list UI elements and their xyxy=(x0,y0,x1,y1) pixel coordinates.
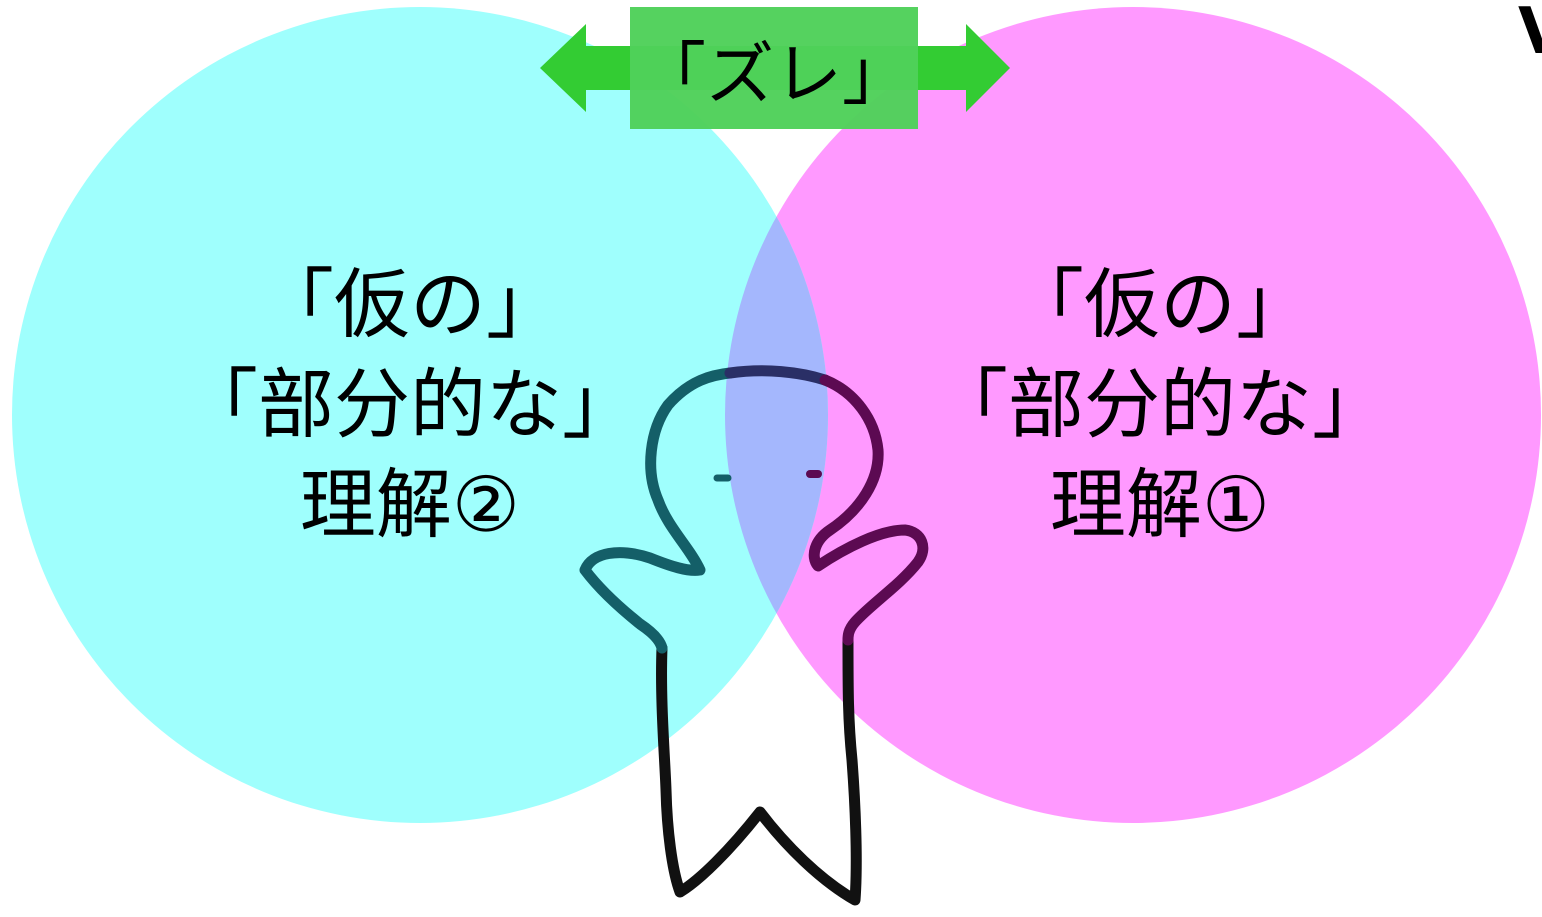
gap-label: 「ズレ」 xyxy=(637,35,910,115)
left-label-line-1: 「仮の」 xyxy=(258,260,562,349)
left-circle-label: 「仮の」 「部分的な」 理解② xyxy=(110,255,710,555)
left-label-line-2: 「部分的な」 xyxy=(182,360,638,449)
right-circle xyxy=(725,7,1541,823)
right-label-line-3: 理解① xyxy=(1049,460,1271,549)
edge-letter: V xyxy=(1518,0,1542,64)
left-label-line-3: 理解② xyxy=(299,460,521,549)
person-figure-icon xyxy=(579,365,929,906)
left-circle xyxy=(12,7,828,823)
gap-label-box xyxy=(630,7,918,129)
right-circle-label: 「仮の」 「部分的な」 理解① xyxy=(860,255,1460,555)
right-label-line-1: 「仮の」 xyxy=(1008,260,1312,349)
right-label-line-2: 「部分的な」 xyxy=(932,360,1388,449)
